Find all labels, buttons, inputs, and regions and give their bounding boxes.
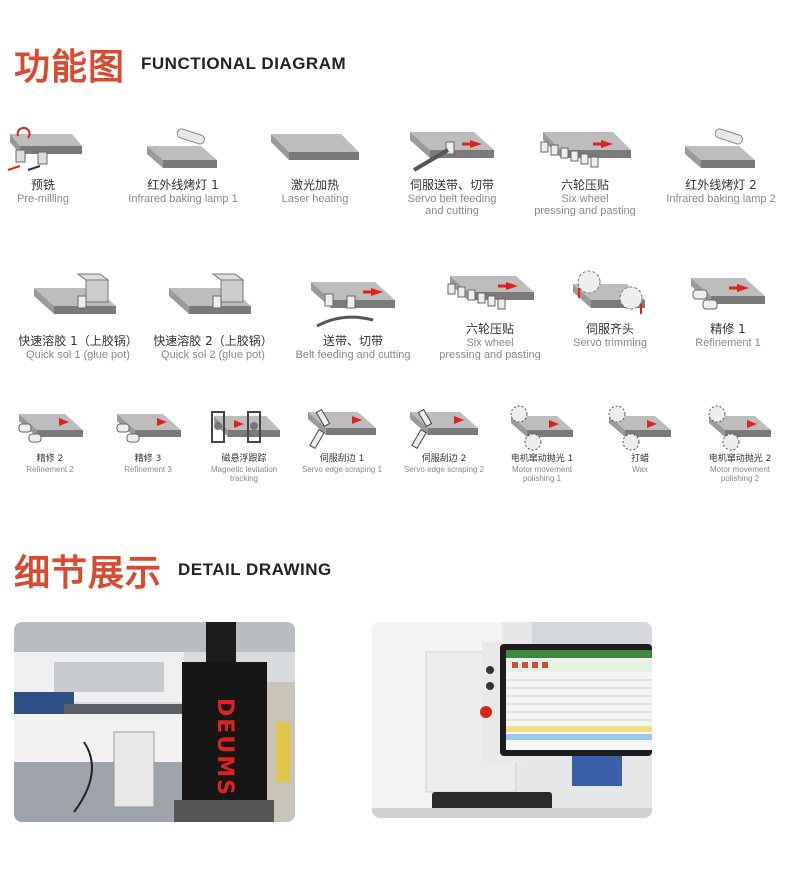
section-title-cn: 细节展示 — [14, 553, 163, 594]
label-cn: 打蜡 — [630, 454, 649, 464]
label-en: Belt feeding and cutting — [295, 349, 411, 361]
diagram-item-wax: 打蜡 Wax — [602, 404, 678, 474]
infrared-lamp-icon — [685, 128, 755, 168]
label-cn: 快速溶胶 2（上胶锅） — [153, 334, 273, 348]
section-title-en: DETAIL DRAWING — [178, 560, 332, 579]
diagram-item-servo-trimming: 伺服齐头 Servo trimming — [562, 268, 658, 349]
label-en: Infrared baking lamp 2 — [666, 193, 776, 205]
label-cn: 伺服刮边 1 — [319, 454, 365, 464]
detail-drawing-header: 细节展示 DETAIL DRAWING — [14, 544, 332, 596]
label-cn: 精修 3 — [134, 454, 162, 464]
diagram-item-belt-feeding: 送带、切带 Belt feeding and cutting — [288, 268, 418, 361]
detail-photo-machine: DEUMS — [14, 622, 295, 822]
polishing-wheel-icon — [510, 405, 573, 451]
label-cn: 伺服刮边 2 — [421, 454, 467, 464]
label-cn: 激光加热 — [290, 178, 339, 192]
infrared-lamp-icon — [147, 128, 217, 168]
refinement-icon — [18, 414, 83, 443]
label-en: Pre-milling — [17, 193, 69, 205]
label-en2: and cutting — [425, 205, 479, 216]
label-cn: 红外线烤灯 2 — [685, 178, 757, 192]
diagram-item-infrared-lamp-1: 红外线烤灯 1 Infrared baking lamp 1 — [118, 120, 248, 205]
label-cn: 预铣 — [30, 178, 55, 192]
diagram-item-quick-sol-2: 快速溶胶 2（上胶锅） Quick sol 2 (glue pot) — [148, 268, 278, 361]
diagram-item-servo-belt-feeding: 伺服送带、切带 Servo belt feeding and cutting — [398, 120, 506, 216]
polishing-wheel-icon — [708, 405, 771, 451]
wax-wheel-icon — [608, 405, 671, 451]
glue-pot-icon — [169, 273, 251, 314]
diagram-item-edge-scraping-1: 伺服刮边 1 Servo edge scraping 1 — [296, 404, 388, 474]
glue-pot-icon — [34, 273, 116, 314]
diagram-item-six-wheel: 六轮压贴 Six wheel pressing and pasting — [525, 120, 645, 216]
belt-feeding-icon — [410, 132, 494, 172]
diagram-item-polishing-1: 电机窜动抛光 1 Motor movement polishing 1 — [502, 404, 582, 483]
section-title-en: FUNCTIONAL DIAGRAM — [141, 54, 347, 73]
label-cn: 磁悬浮跟踪 — [221, 454, 267, 464]
label-en: Six wheel — [466, 337, 514, 349]
laser-heating-icon — [271, 134, 359, 160]
label-en2: polishing 1 — [522, 474, 562, 483]
label-en: Motor movement — [511, 465, 573, 474]
machine-photo — [14, 622, 295, 822]
diagram-item-six-wheel-2: 六轮压贴 Six wheel pressing and pasting — [430, 268, 550, 360]
label-en: Wax — [632, 465, 648, 474]
diagram-item-refinement-2: 精修 2 Refinement 2 — [10, 404, 90, 474]
label-en: Infrared baking lamp 1 — [128, 193, 238, 205]
label-en: Servo edge scraping 1 — [301, 465, 383, 474]
functional-diagram-header: 功能图 FUNCTIONAL DIAGRAM — [14, 38, 346, 90]
label-cn: 红外线烤灯 1 — [147, 178, 219, 192]
label-cn: 送带、切带 — [322, 334, 383, 348]
label-cn: 电机窜动抛光 1 — [510, 454, 574, 464]
label-en2: tracking — [229, 474, 258, 483]
label-en: Quick sol 2 (glue pot) — [161, 349, 265, 361]
label-en: Refinement 2 — [26, 465, 74, 474]
deums-logo: DEUMS — [194, 692, 254, 802]
label-en: Motor movement — [709, 465, 771, 474]
label-en2: pressing and pasting — [534, 205, 636, 216]
label-cn: 伺服送带、切带 — [409, 178, 494, 192]
belt-feeding-icon — [311, 282, 395, 328]
label-en: Refinement 3 — [124, 465, 172, 474]
diagram-item-laser-heating: 激光加热 Laser heating — [265, 120, 365, 205]
label-en: Laser heating — [281, 193, 349, 205]
scraper-icon — [410, 408, 478, 449]
diagram-item-magnetic-tracking: 磁悬浮跟踪 Magnetic levitation tracking — [202, 404, 286, 483]
section-title-cn: 功能图 — [14, 47, 126, 88]
label-cn: 六轮压贴 — [560, 178, 609, 192]
refinement-icon — [116, 414, 181, 443]
control-panel-photo — [372, 622, 652, 818]
diagram-item-edge-scraping-2: 伺服刮边 2 Servo edge scraping 2 — [396, 404, 492, 474]
label-en: Refinement 1 — [695, 337, 761, 349]
label-cn: 电机窜动抛光 2 — [708, 454, 772, 464]
magnetic-tracking-icon — [211, 411, 280, 443]
six-wheel-icon — [447, 276, 534, 310]
label-cn: 精修 1 — [710, 322, 746, 336]
label-en2: polishing 2 — [720, 474, 760, 483]
detail-photo-control-panel — [372, 622, 652, 818]
label-en: Magnetic levitation — [210, 465, 278, 474]
label-en: Six wheel — [561, 193, 609, 205]
label-cn: 精修 2 — [36, 454, 64, 464]
label-cn: 伺服齐头 — [585, 322, 634, 336]
scraper-icon — [308, 408, 376, 449]
deums-logo-text: DEUMS — [211, 697, 237, 797]
six-wheel-icon — [540, 132, 631, 168]
label-en: Quick sol 1 (glue pot) — [26, 349, 130, 361]
refinement-icon — [691, 278, 765, 310]
diagram-item-polishing-2: 电机窜动抛光 2 Motor movement polishing 2 — [700, 404, 780, 483]
label-en: Servo edge scraping 2 — [403, 465, 485, 474]
diagram-item-pre-milling: 预铣 Pre-milling — [2, 120, 84, 205]
diagram-item-refinement-1: 精修 1 Refinement 1 — [680, 268, 776, 349]
label-cn: 六轮压贴 — [465, 322, 514, 336]
diagram-item-quick-sol-1: 快速溶胶 1（上胶锅） Quick sol 1 (glue pot) — [12, 268, 144, 361]
label-en: Servo belt feeding — [407, 193, 497, 205]
label-en2: pressing and pasting — [439, 349, 541, 360]
label-cn: 快速溶胶 1（上胶锅） — [18, 334, 138, 348]
saw-trimming-icon — [573, 270, 645, 314]
pre-milling-icon — [7, 126, 82, 171]
label-en: Servo trimming — [573, 337, 647, 349]
diagram-item-refinement-3: 精修 3 Refinement 3 — [108, 404, 188, 474]
diagram-item-infrared-lamp-2: 红外线烤灯 2 Infrared baking lamp 2 — [655, 120, 787, 205]
